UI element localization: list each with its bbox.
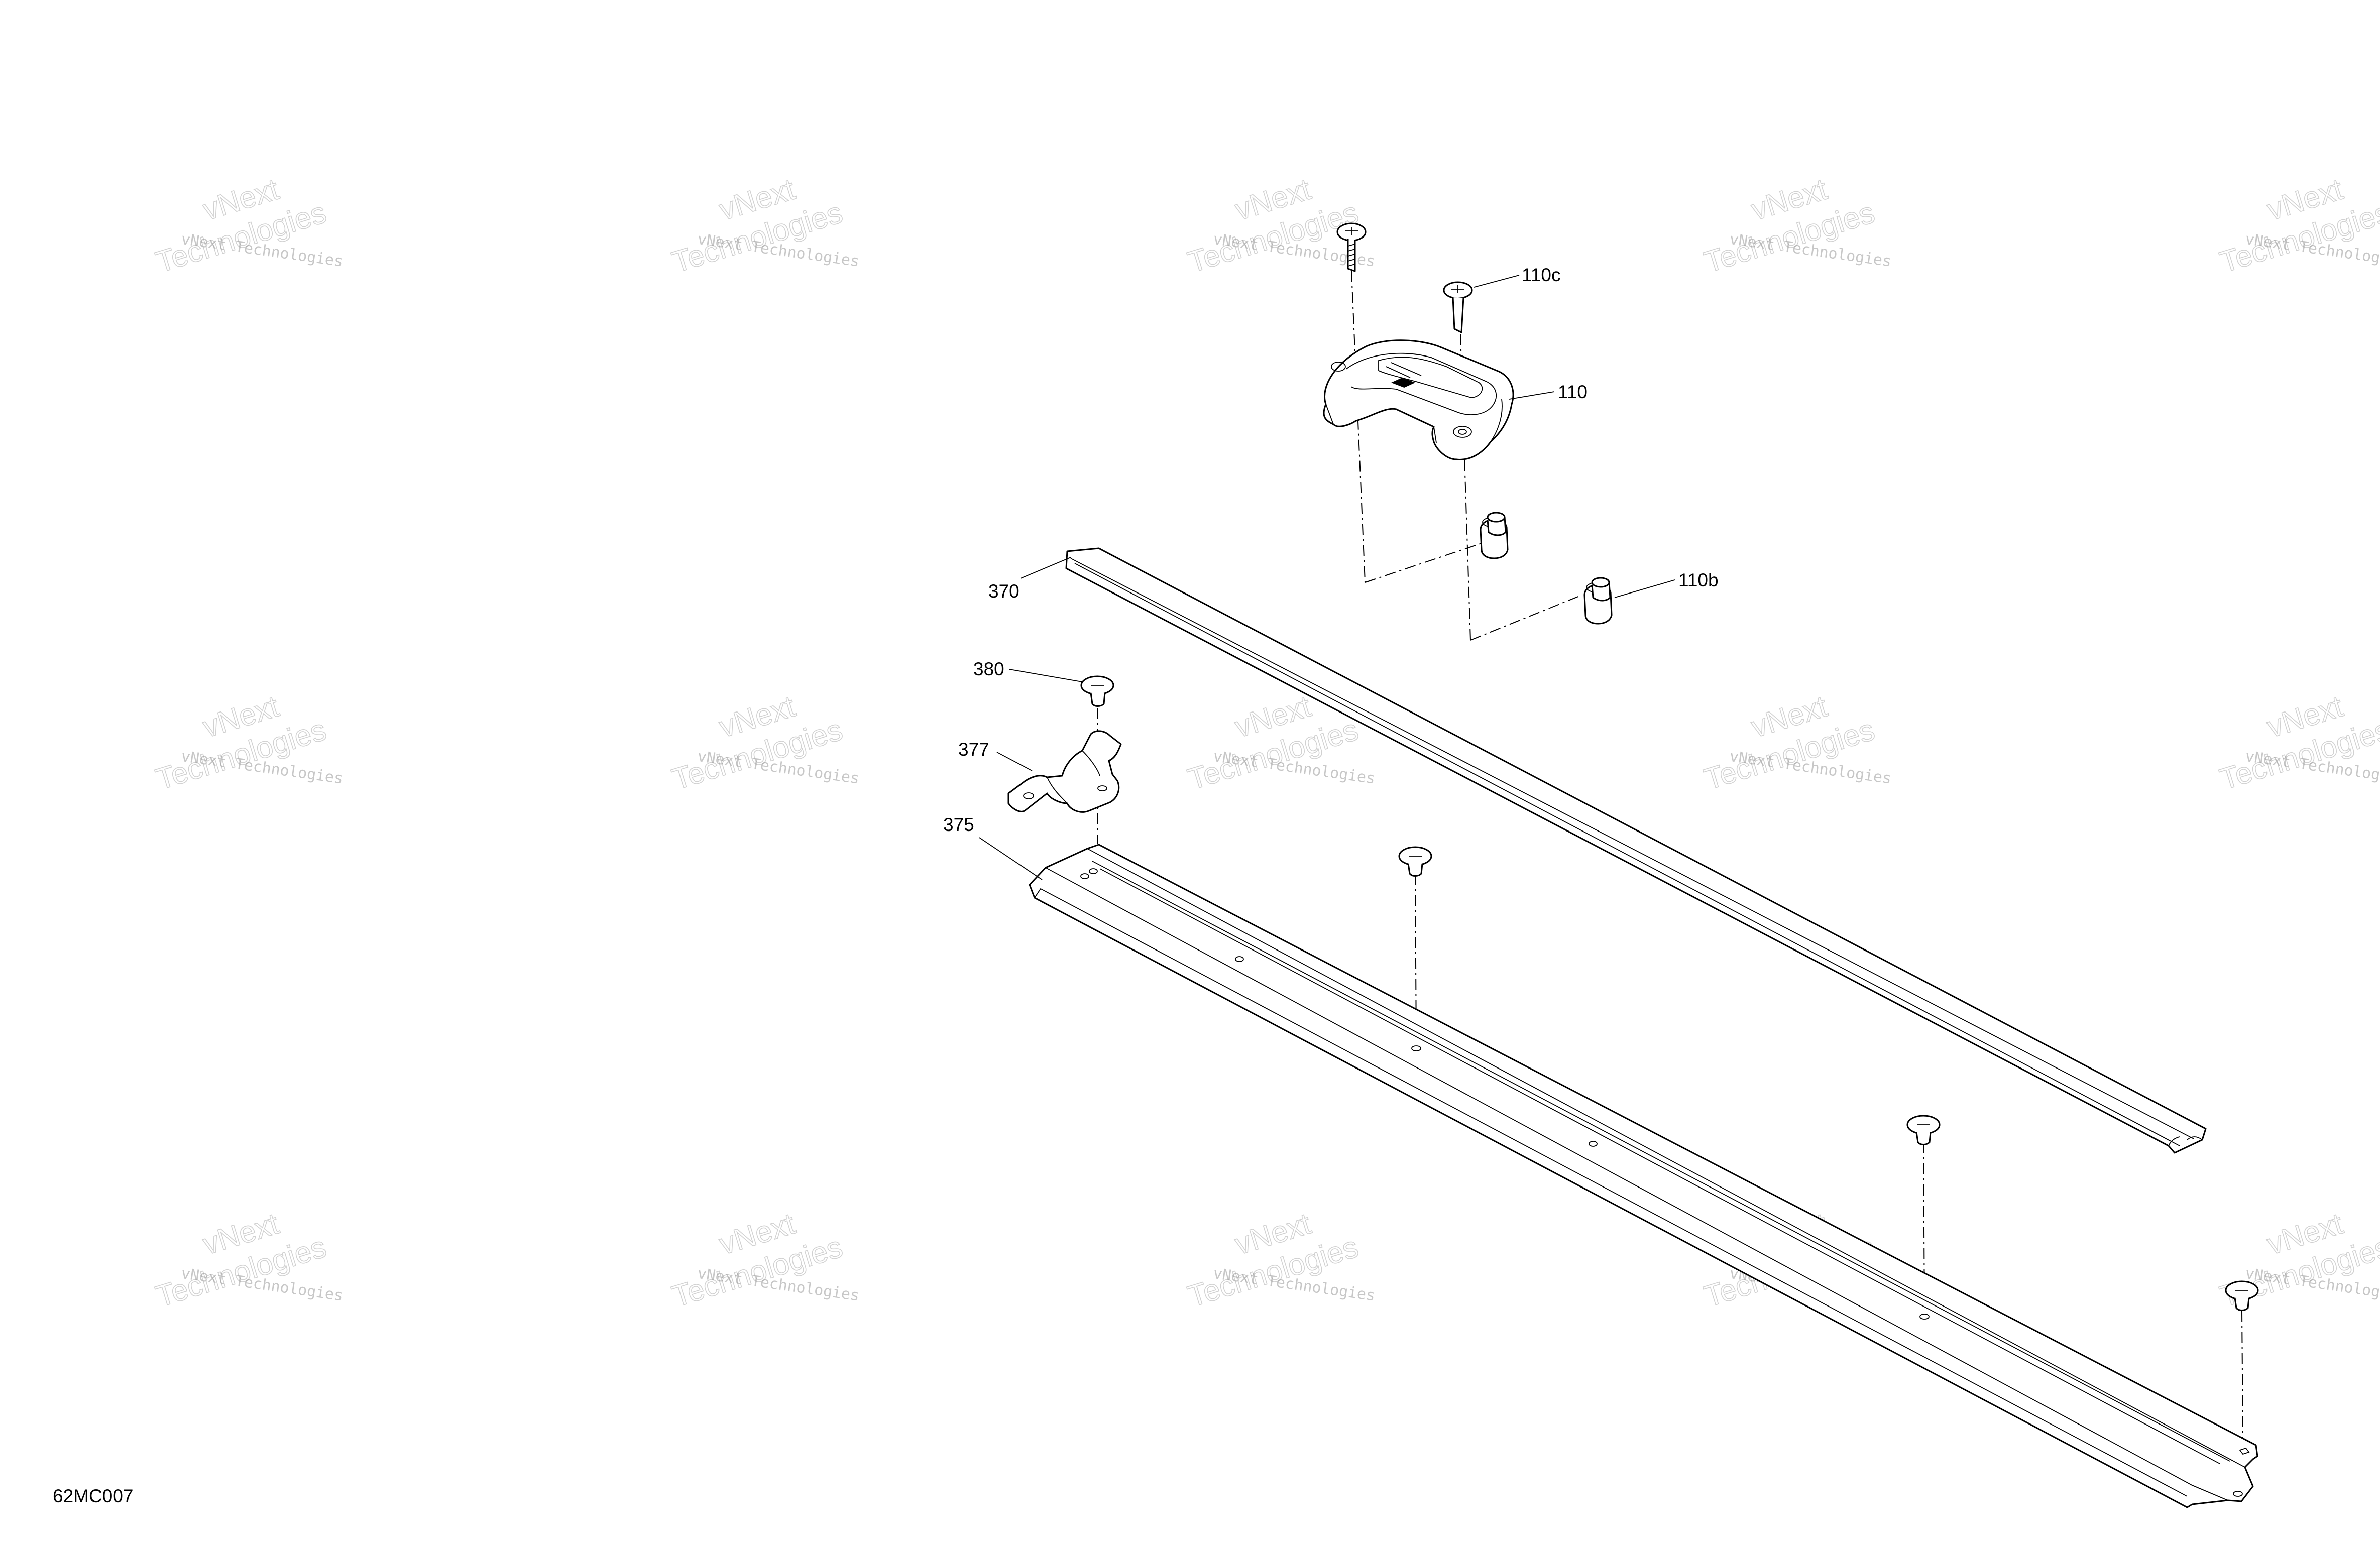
callout-110c: 110c [1522, 265, 1561, 285]
callout-110: 110 [1558, 382, 1588, 402]
callout-labels: 110c 110 110b 370 380 377 375 [943, 265, 1719, 835]
callout-380: 380 [973, 659, 1004, 679]
screw-110c [1443, 281, 1473, 333]
fastener-right-2 [2225, 1280, 2259, 1311]
leader-lines [979, 275, 1675, 880]
nut-110b [1583, 577, 1613, 625]
fastener-380 [1080, 675, 1114, 707]
clamp-377 [1007, 730, 1122, 813]
fastener-middle [1398, 846, 1432, 877]
handle-110 [1323, 339, 1514, 460]
nut-left [1480, 512, 1509, 559]
fastener-right-1 [1906, 1115, 1941, 1145]
screw-110c-left [1336, 222, 1367, 272]
callout-370: 370 [988, 581, 1019, 602]
rail-375 [1029, 844, 2258, 1508]
callout-110b: 110b [1678, 570, 1719, 590]
callout-375: 375 [943, 814, 974, 835]
callout-377: 377 [958, 739, 989, 760]
figure-code: 62MC007 [53, 1486, 133, 1506]
rail-370 [1065, 547, 2207, 1154]
